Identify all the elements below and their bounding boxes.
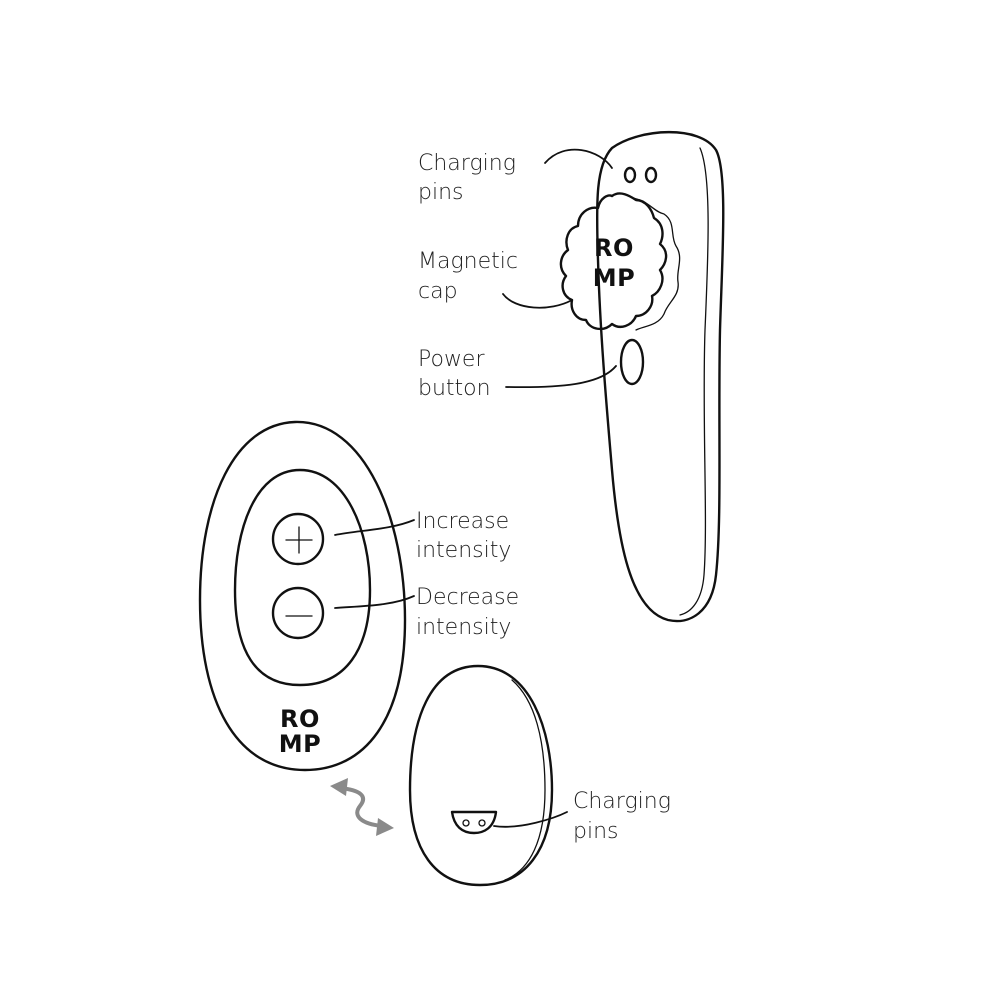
leader-magnetic-cap — [502, 293, 573, 309]
cap-logo-line1: RO — [594, 234, 634, 262]
label-charging-pins-line2: pins — [418, 180, 463, 205]
leader-charging-pins — [544, 148, 613, 169]
magnetic-cap-back — [631, 197, 681, 331]
label-increase-line2: intensity — [416, 538, 511, 563]
power-button-callout: Power button — [418, 347, 617, 401]
remote-back-edge — [504, 679, 546, 881]
label-remote-charging-pins-line2: pins — [573, 819, 618, 844]
plus-icon — [285, 526, 313, 554]
label-decrease-line1: Decrease — [416, 585, 519, 610]
power-button[interactable] — [619, 338, 645, 386]
magnetic-cap-callout: Magnetic cap — [418, 249, 573, 309]
vibrator-charging-pins-callout: Charging pins — [418, 148, 613, 205]
remote-charging-pins-callout: Charging pins — [493, 789, 671, 844]
sync-arrow-head-left — [330, 778, 348, 796]
sync-arrow-line — [338, 786, 384, 828]
label-charging-pins-line1: Charging — [418, 151, 516, 176]
remote-control: RO MP — [198, 420, 407, 772]
remote-inner-panel — [233, 468, 372, 687]
label-increase-line1: Increase — [416, 509, 509, 534]
vibrator-outer-body — [595, 130, 725, 623]
label-magnetic-cap-line1: Magnetic — [418, 249, 518, 274]
decrease-button[interactable] — [271, 586, 325, 640]
leader-increase — [334, 519, 415, 536]
charging-pin-right — [644, 166, 658, 184]
remote-logo-line1: RO — [280, 705, 320, 733]
label-decrease-line2: intensity — [416, 615, 511, 640]
magnetic-cap[interactable]: RO MP — [559, 192, 681, 331]
sync-arrow-head-right — [376, 818, 394, 836]
remote-charging-port — [450, 810, 498, 835]
remote-back — [408, 664, 554, 887]
decrease-button-ring — [271, 586, 325, 640]
decrease-intensity-callout: Decrease intensity — [334, 585, 519, 640]
leader-power-button — [505, 365, 617, 389]
label-remote-charging-pins-line1: Charging — [573, 789, 671, 814]
remote-logo-line2: MP — [279, 730, 321, 758]
label-power-button-line1: Power — [418, 347, 485, 372]
label-magnetic-cap-line2: cap — [418, 279, 458, 304]
remote-back-shell — [408, 664, 554, 887]
vibrator-device — [595, 130, 725, 623]
cap-logo-line2: MP — [593, 264, 635, 292]
vibrator-side-edge — [679, 147, 709, 616]
increase-button[interactable] — [271, 512, 325, 566]
charging-pin-left — [623, 166, 637, 184]
label-power-button-line2: button — [418, 376, 491, 401]
increase-button-ring — [271, 512, 325, 566]
magnetic-cap-front — [559, 192, 668, 331]
remote-charging-pin-left — [462, 819, 470, 827]
increase-intensity-callout: Increase intensity — [334, 509, 511, 563]
remote-charging-pin-right — [478, 819, 486, 827]
double-arrow-icon — [330, 778, 394, 836]
leader-remote-charging-pins — [493, 811, 568, 828]
remote-outer-shell — [198, 420, 407, 772]
leader-decrease — [334, 595, 415, 609]
